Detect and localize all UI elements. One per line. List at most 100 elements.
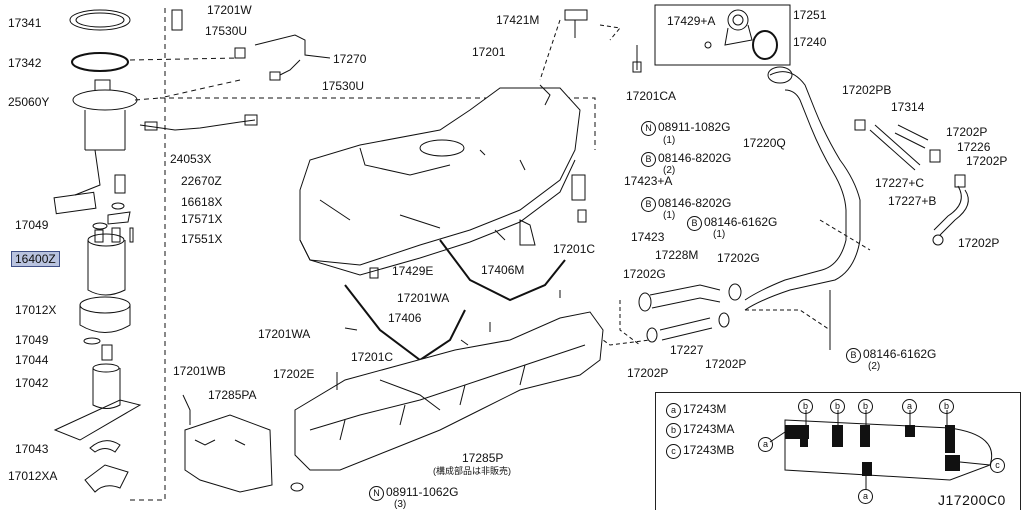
legend-drawing-badge-b: b <box>798 398 815 414</box>
label-17220Q[interactable]: 17220Q <box>743 136 786 150</box>
filler-cap-17251 <box>724 9 753 46</box>
legend-drawing-badge-b: b <box>858 398 875 414</box>
label-17285P[interactable]: 17285P <box>462 451 504 465</box>
fuel-filter-16400Z <box>87 227 126 296</box>
legend-drawing <box>769 410 992 490</box>
prefix-badge-n: N <box>641 121 656 136</box>
label-17406M[interactable]: 17406M <box>481 263 525 277</box>
fuel-pump-top-plate <box>72 79 138 151</box>
label-17240[interactable]: 17240 <box>793 35 827 49</box>
gasket-17240 <box>752 30 778 60</box>
label-17043[interactable]: 17043 <box>15 442 49 456</box>
label-17201WA-b[interactable]: 17201WA <box>258 327 311 341</box>
qty-08911-1062G: (3) <box>394 499 407 510</box>
label-17201WB[interactable]: 17201WB <box>173 364 226 378</box>
prefix-badge-b: B <box>846 348 861 363</box>
label-17202G-b[interactable]: 17202G <box>717 251 760 265</box>
label-17342[interactable]: 17342 <box>8 56 42 70</box>
label-16618X[interactable]: 16618X <box>181 195 223 209</box>
legend-drawing-badge-b: b <box>830 398 847 414</box>
float-arm <box>74 149 101 196</box>
label-17201C-a[interactable]: 17201C <box>553 242 596 256</box>
qty-08911-1082G: (1) <box>663 135 676 146</box>
label-17551X[interactable]: 17551X <box>181 232 223 246</box>
prefix-badge-b: B <box>641 197 656 212</box>
label-17341[interactable]: 17341 <box>8 16 42 30</box>
legend-drawing-badge-a: a <box>758 436 775 452</box>
label-17285PA[interactable]: 17285PA <box>208 388 257 402</box>
lock-ring-17341 <box>69 9 131 31</box>
qty-08146-6162G-b: (2) <box>868 361 881 372</box>
clip-17012XA <box>84 464 129 493</box>
label-17202G-a[interactable]: 17202G <box>623 267 666 281</box>
o-ring-17342 <box>71 52 129 72</box>
label-17202P-b[interactable]: 17202P <box>966 154 1008 168</box>
prefix-badge-b: B <box>687 216 702 231</box>
pump-bracket-17012X <box>79 296 131 333</box>
label-22670Z[interactable]: 22670Z <box>181 174 222 188</box>
heat-shield-17285PA <box>184 414 273 493</box>
filter-sock-17043 <box>53 399 142 441</box>
label-17202E[interactable]: 17202E <box>273 367 315 381</box>
label-17012XA[interactable]: 17012XA <box>8 469 58 483</box>
qty-08146-6162G-a: (1) <box>713 229 726 240</box>
label-17423A[interactable]: 17423+A <box>624 174 673 188</box>
label-16400Z-highlighted[interactable]: 16400Z <box>11 251 60 267</box>
label-17406[interactable]: 17406 <box>388 311 422 325</box>
label-17201[interactable]: 17201 <box>472 45 506 59</box>
label-17228M[interactable]: 17228M <box>655 248 699 262</box>
label-25060Y[interactable]: 25060Y <box>8 95 50 109</box>
label-24053X[interactable]: 24053X <box>170 152 212 166</box>
label-17202P-e[interactable]: 17202P <box>627 366 669 380</box>
hose-17228M <box>649 284 721 309</box>
label-17571X[interactable]: 17571X <box>181 212 223 226</box>
label-17423[interactable]: 17423 <box>631 230 665 244</box>
label-17314[interactable]: 17314 <box>891 100 925 114</box>
label-17429A[interactable]: 17429+A <box>667 14 716 28</box>
heat-shield-17285P <box>294 311 604 471</box>
label-17201W[interactable]: 17201W <box>207 3 252 17</box>
legend-drawing-badge-a: a <box>858 488 875 504</box>
label-17201WA-a[interactable]: 17201WA <box>397 291 450 305</box>
label-17429E[interactable]: 17429E <box>392 264 434 278</box>
qty-08146-8202G-b: (1) <box>663 210 676 221</box>
label-17012X[interactable]: 17012X <box>15 303 57 317</box>
label-17270[interactable]: 17270 <box>333 52 367 66</box>
legend-drawing-badge-c: c <box>990 457 1007 473</box>
tube-17270 <box>254 34 331 59</box>
label-17421M[interactable]: 17421M <box>496 13 540 27</box>
label-17044[interactable]: 17044 <box>15 353 49 367</box>
label-17227[interactable]: 17227 <box>670 343 704 357</box>
label-17202P-d[interactable]: 17202P <box>705 357 747 371</box>
label-17227B[interactable]: 17227+B <box>888 194 937 208</box>
label-17201C-b[interactable]: 17201C <box>351 350 394 364</box>
label-17201CA[interactable]: 17201CA <box>626 89 677 103</box>
label-17049-a[interactable]: 17049 <box>15 218 49 232</box>
label-17049-b[interactable]: 17049 <box>15 333 49 347</box>
fuel-pump-17042 <box>92 363 121 409</box>
label-17202P-c[interactable]: 17202P <box>958 236 1000 250</box>
prefix-badge-n: N <box>369 486 384 501</box>
note-not-sold-separately: (構成部品は非販売) <box>433 466 511 476</box>
qty-08146-8202G-a: (2) <box>663 165 676 176</box>
label-17202PB[interactable]: 17202PB <box>842 83 892 97</box>
label-17202P-a[interactable]: 17202P <box>946 125 988 139</box>
filler-neck-17220Q <box>744 66 861 311</box>
label-17530U-top[interactable]: 17530U <box>205 24 248 38</box>
label-17530U-bot[interactable]: 17530U <box>322 79 365 93</box>
label-17251[interactable]: 17251 <box>793 8 827 22</box>
label-17227C[interactable]: 17227+C <box>875 176 925 190</box>
label-17226[interactable]: 17226 <box>957 140 991 154</box>
hose-17227 <box>659 317 713 341</box>
label-17042[interactable]: 17042 <box>15 376 49 390</box>
